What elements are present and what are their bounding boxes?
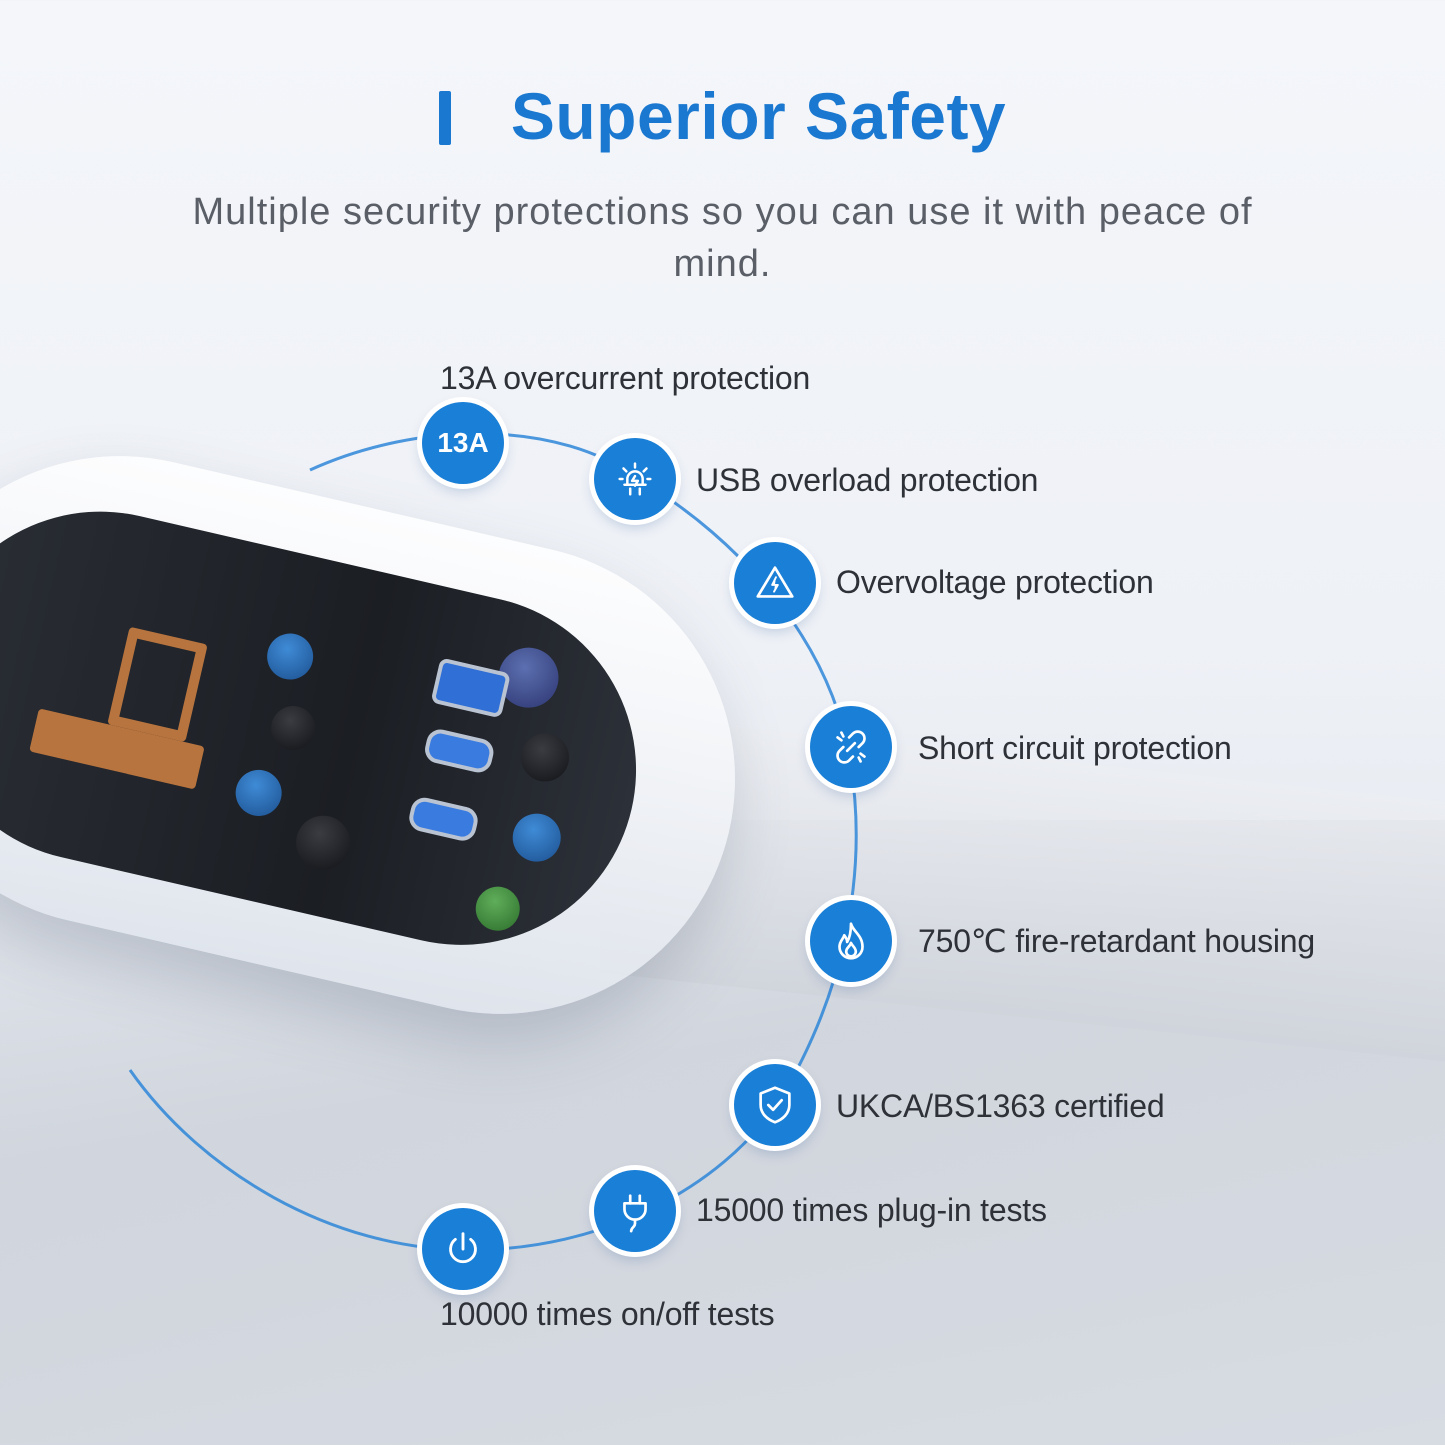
13a-badge-icon: 13A — [422, 402, 504, 484]
feature-label-certified: UKCA/BS1363 certified — [836, 1088, 1165, 1124]
warning-lightning-icon — [734, 542, 816, 624]
power-icon — [422, 1208, 504, 1290]
title-text: Superior Safety — [510, 79, 1007, 153]
page-subtitle: Multiple security protections so you can… — [192, 191, 1253, 285]
light-bulb-alert-icon — [594, 438, 676, 520]
feature-label-onoff-tests: 10000 times on/off tests — [440, 1296, 775, 1332]
plug-icon — [594, 1170, 676, 1252]
shield-check-icon — [734, 1064, 816, 1146]
feature-label-plug-tests: 15000 times plug-in tests — [696, 1192, 1047, 1228]
title-accent-bar — [438, 91, 451, 145]
feature-label-overvoltage: Overvoltage protection — [836, 564, 1154, 600]
13a-badge-text: 13A — [437, 427, 489, 458]
feature-label-overcurrent: 13A overcurrent protection — [440, 360, 811, 396]
feature-label-fire-retardant: 750℃ fire-retardant housing — [918, 923, 1315, 959]
feature-label-short-circuit: Short circuit protection — [918, 730, 1232, 766]
page-title: Superior Safety — [0, 78, 1445, 154]
flame-icon — [810, 900, 892, 982]
feature-label-usb-overload: USB overload protection — [696, 462, 1039, 498]
broken-link-icon — [810, 706, 892, 788]
